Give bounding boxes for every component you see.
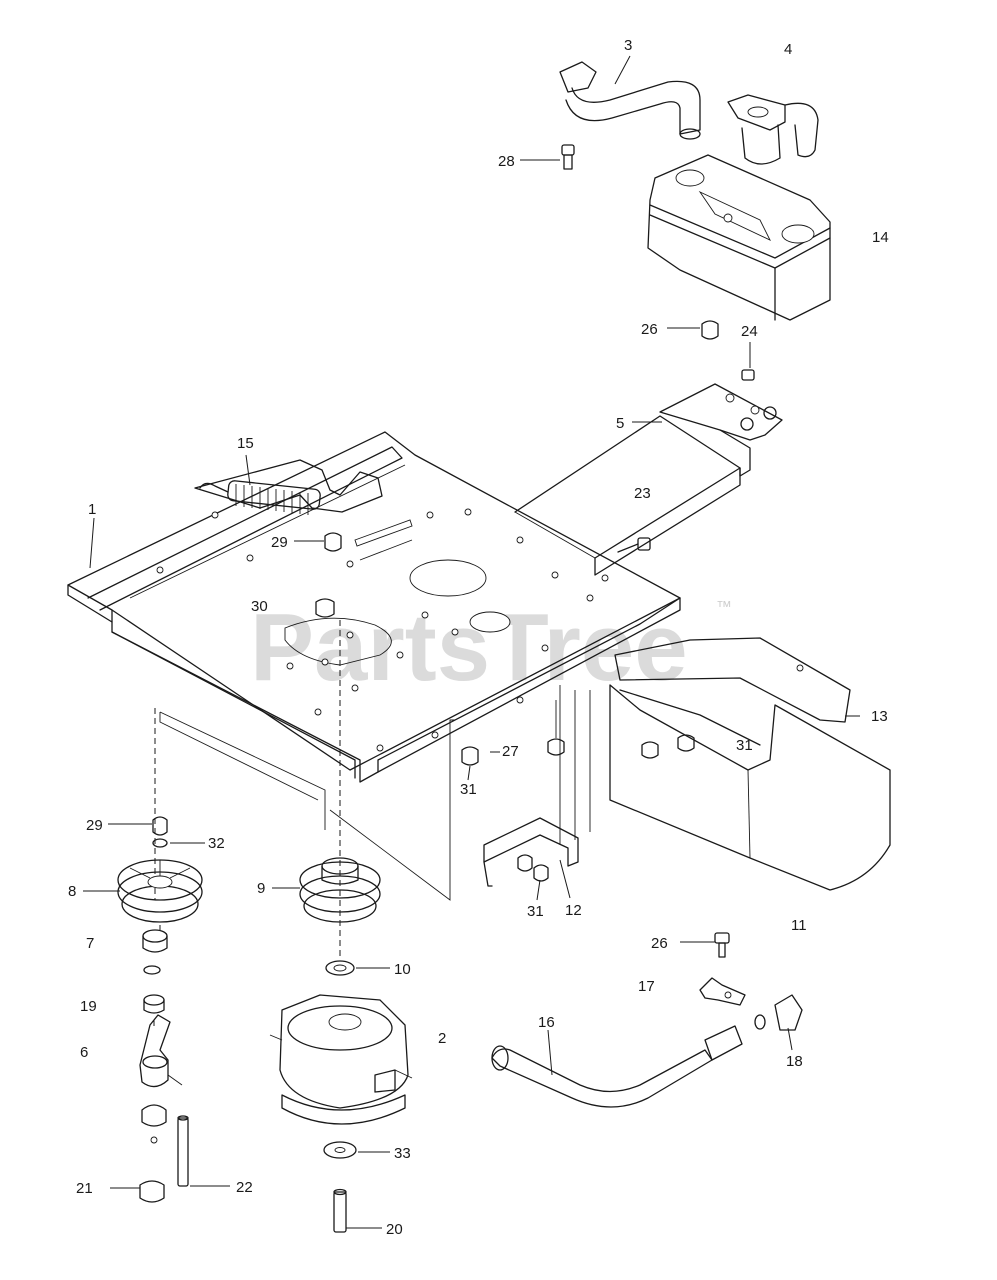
exhaust-pipe-part-4[interactable]: [727, 94, 819, 165]
muffler-part-14[interactable]: [647, 154, 831, 321]
bolt-deck-to-bar[interactable]: [617, 537, 651, 553]
spacer-part-7[interactable]: [142, 929, 168, 953]
side-rail-part-13[interactable]: [614, 637, 851, 723]
callout-1[interactable]: 1: [88, 501, 96, 518]
callout-24[interactable]: 24: [741, 323, 758, 340]
electric-clutch-part-2[interactable]: [269, 994, 413, 1125]
bushing-lower: [141, 1104, 167, 1144]
callout-29-lower[interactable]: 29: [86, 817, 103, 834]
exhaust-pipe-part-3[interactable]: [559, 61, 701, 140]
mount-bar-part-23[interactable]: [514, 415, 741, 576]
callout-21[interactable]: 21: [76, 1180, 93, 1197]
callout-25[interactable]: 26: [641, 321, 658, 338]
callout-23[interactable]: 23: [634, 485, 651, 502]
rear-hanger-plate: [154, 620, 455, 960]
callout-18[interactable]: 18: [786, 1053, 803, 1070]
callout-labels: 3 4 28 14 26 24 5 23 15 1 29 30 13 27 31…: [68, 37, 889, 1238]
watermark-text: PartsTree: [250, 594, 688, 701]
bolt-part-24[interactable]: [741, 369, 755, 381]
nut-part-25[interactable]: [701, 320, 719, 340]
callout-17[interactable]: 17: [638, 978, 655, 995]
nut-part-30[interactable]: [315, 598, 335, 618]
bracket-part-12[interactable]: [483, 685, 591, 887]
nut-part-31-right[interactable]: [641, 734, 695, 759]
leader-lines: [83, 55, 860, 1229]
fitting-part-18[interactable]: [754, 994, 803, 1031]
callout-16[interactable]: 16: [538, 1014, 555, 1031]
hose-part-16[interactable]: [491, 1025, 743, 1108]
callout-32[interactable]: 32: [208, 835, 225, 852]
spacer-upper: [143, 965, 161, 975]
callout-29-upper[interactable]: 29: [271, 534, 288, 551]
callout-14[interactable]: 14: [872, 229, 889, 246]
deck-plate-part-1[interactable]: [67, 431, 681, 783]
callout-5[interactable]: 5: [616, 415, 624, 432]
idler-pulley-part-8[interactable]: [117, 859, 203, 923]
callout-13[interactable]: 13: [871, 708, 888, 725]
bolt-part-26[interactable]: [714, 932, 730, 958]
callout-8[interactable]: 8: [68, 883, 76, 900]
bolt-part-22[interactable]: [177, 1115, 189, 1187]
callout-27[interactable]: 27: [502, 743, 519, 760]
callout-6[interactable]: 6: [80, 1044, 88, 1061]
watermark: PartsTree ™: [250, 594, 732, 701]
callout-26[interactable]: 26: [651, 935, 668, 952]
callout-11[interactable]: 11: [791, 917, 807, 934]
shield-part-11[interactable]: [609, 684, 891, 891]
callout-3[interactable]: 3: [624, 37, 632, 54]
callout-7[interactable]: 7: [86, 935, 94, 952]
callout-12[interactable]: 12: [565, 902, 582, 919]
callout-31-left[interactable]: 31: [460, 781, 477, 798]
callout-10[interactable]: 10: [394, 961, 411, 978]
bolt-part-28[interactable]: [561, 144, 575, 170]
bolt-part-27[interactable]: [547, 700, 565, 756]
callout-19[interactable]: 19: [80, 998, 97, 1015]
nut-part-31-left[interactable]: [461, 746, 479, 766]
bushing-part-19[interactable]: [143, 994, 165, 1014]
callout-4[interactable]: 4: [784, 41, 792, 58]
callout-9[interactable]: 9: [257, 880, 265, 897]
nut-part-21[interactable]: [139, 1180, 165, 1203]
callout-2[interactable]: 2: [438, 1030, 446, 1047]
bolt-part-20[interactable]: [333, 1188, 347, 1233]
nut-part-29-upper[interactable]: [324, 532, 342, 552]
spacer-part-10[interactable]: [325, 960, 355, 976]
callout-20[interactable]: 20: [386, 1221, 403, 1238]
watermark-trademark: ™: [716, 599, 732, 616]
callout-22[interactable]: 22: [236, 1179, 253, 1196]
clamp-part-17[interactable]: [699, 977, 746, 1006]
callout-31-bracket[interactable]: 31: [527, 903, 544, 920]
idler-arm-part-6[interactable]: [139, 1014, 183, 1088]
callout-33[interactable]: 33: [394, 1145, 411, 1162]
nut-part-29-lower[interactable]: [152, 816, 168, 836]
bracket-part-5[interactable]: [659, 383, 783, 477]
pulley-part-9[interactable]: [299, 857, 381, 923]
callout-15[interactable]: 15: [237, 435, 254, 452]
spring-part-15[interactable]: [199, 480, 321, 515]
callout-30[interactable]: 30: [251, 598, 268, 615]
washer-part-33[interactable]: [323, 1141, 357, 1159]
callout-28[interactable]: 28: [498, 153, 515, 170]
nut-part-31-bracket[interactable]: [517, 854, 549, 882]
callout-31-right[interactable]: 31: [736, 737, 753, 754]
washer-part-32[interactable]: [152, 838, 168, 848]
